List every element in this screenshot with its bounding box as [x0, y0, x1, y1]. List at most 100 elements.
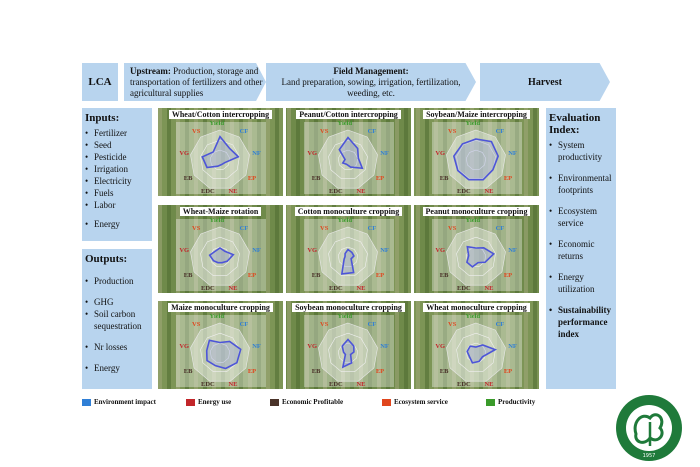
radar-axis-label-yield: Yield	[209, 217, 225, 224]
radar-grid-ring	[456, 332, 496, 372]
radar-axis-label-eb: EB	[439, 271, 449, 279]
radar-axis-label-cf: CF	[239, 320, 249, 328]
legend-label: Energy use	[198, 398, 232, 406]
radar-chart	[190, 226, 250, 286]
radar-axis-label-edc: EDC	[329, 188, 343, 195]
radar-axis-label-yield: Yield	[337, 217, 353, 224]
radar-panel-title-text: Wheat-Maize rotation	[179, 207, 262, 216]
radar-axis-label-edc: EDC	[457, 188, 471, 195]
radar-axis-label-cf: CF	[239, 127, 249, 135]
flow-lca: LCA	[82, 63, 118, 101]
outputs-item: GHG	[85, 296, 149, 308]
radar-axis-label-cf: CF	[367, 320, 377, 328]
radar-grid-ring	[190, 322, 250, 382]
radar-panel-title-text: Wheat/Cotton intercropping	[168, 110, 273, 119]
legend-label: Productivity	[498, 398, 536, 406]
radar-grid-ring	[337, 149, 359, 170]
radar-grid-ring	[465, 149, 487, 170]
radar-grid-ring	[190, 226, 250, 286]
radar-axis-label-vs: VS	[448, 224, 457, 232]
radar-panel-title: Soybean monoculture cropping	[286, 303, 411, 312]
radar-axis-label-eb: EB	[183, 271, 193, 279]
outputs-title: Outputs:	[85, 253, 128, 265]
radar-axis-label-cf: CF	[495, 127, 505, 135]
legend: Environment impact Energy use Economic P…	[82, 398, 552, 410]
radar-axis-label-yield: Yield	[465, 217, 481, 224]
radar-chart	[318, 226, 378, 286]
radar-axis-label-vs: VS	[192, 320, 201, 328]
radar-axis-label-ep: EP	[503, 174, 513, 182]
flow-upstream-text: Upstream: Production, storage and transp…	[130, 66, 266, 99]
evaluation-panel: Evaluation Index: System productivity En…	[546, 108, 616, 389]
radar-panel-title: Peanut monoculture cropping	[414, 207, 539, 216]
radar-panel-title: Soybean/Maize intercropping	[414, 110, 539, 119]
radar-axis-label-nf: NF	[252, 149, 261, 157]
radar-grid-ring	[456, 236, 496, 276]
radar-axis-label-cf: CF	[495, 320, 505, 328]
radar-grid-ring	[328, 139, 368, 179]
radar-series-polygon	[340, 248, 355, 275]
radar-grid-ring	[209, 342, 231, 363]
radar-panel-title: Cotton monoculture cropping	[286, 207, 411, 216]
field-photo-background	[158, 301, 283, 389]
radar-grid-ring	[318, 322, 378, 382]
radar-chart	[190, 129, 250, 189]
inputs-item: Fuels	[85, 187, 149, 199]
radar-axis-label-eb: EB	[439, 174, 449, 182]
radar-axis-label-vg: VG	[307, 342, 318, 350]
flow-field-desc: Land preparation, sowing, irrigation, fe…	[281, 76, 461, 98]
field-photo-background	[286, 301, 411, 389]
evaluation-list: System productivity Environmental footpr…	[549, 139, 613, 340]
radar-axis-label-cf: CF	[239, 224, 249, 232]
inputs-item: Labor	[85, 199, 149, 211]
radar-axis-label-vg: VG	[435, 342, 446, 350]
radar-axis-label-ep: EP	[375, 174, 385, 182]
radar-series-polygon	[452, 138, 500, 181]
radar-series-polygon	[208, 247, 235, 264]
radar-axis-label-edc: EDC	[329, 381, 343, 388]
inputs-item: Pesticide	[85, 151, 149, 163]
legend-swatch	[382, 398, 391, 406]
evaluation-final: Sustainability performance index	[549, 304, 613, 340]
radar-panel-title: Wheat-Maize rotation	[158, 207, 283, 216]
radar-grid-ring	[318, 129, 378, 189]
radar-axis-label-vs: VS	[192, 224, 201, 232]
radar-axis-label-nf: NF	[380, 342, 389, 350]
radar-grid-ring	[328, 332, 368, 372]
radar-axis-label-yield: Yield	[337, 313, 353, 320]
legend-label: Economic Profitable	[282, 398, 344, 406]
evaluation-item: Energy utilization	[549, 271, 613, 295]
flow-upstream-bold: Upstream:	[130, 65, 171, 76]
inputs-title: Inputs:	[85, 112, 120, 124]
radar-chart	[446, 226, 506, 286]
flow-field-management: Field Management:Land preparation, sowin…	[266, 63, 476, 101]
legend-label: Environment impact	[94, 398, 156, 406]
radar-axis-label-nf: NF	[508, 246, 517, 254]
outputs-panel: Outputs: Production GHG Soil carbon sequ…	[82, 249, 152, 389]
flow-upstream-desc: Production, storage and transportation o…	[130, 65, 263, 98]
radar-axis-label-yield: Yield	[209, 313, 225, 320]
radar-axis-label-nf: NF	[508, 149, 517, 157]
radar-axis-label-vg: VG	[307, 246, 318, 254]
radar-axis-label-nf: NF	[252, 342, 261, 350]
outputs-item: Soil carbon sequestration	[85, 308, 149, 332]
radar-axis-label-vs: VS	[320, 320, 329, 328]
legend-swatch	[486, 398, 495, 406]
radar-axis-label-nf: NF	[252, 246, 261, 254]
radar-axis-label-cf: CF	[367, 127, 377, 135]
field-photo-background	[158, 108, 283, 196]
legend-label: Ecosystem service	[394, 398, 448, 406]
radar-axis-label-eb: EB	[439, 367, 449, 375]
radar-axis-label-yield: Yield	[337, 120, 353, 127]
radar-grid-ring	[190, 129, 250, 189]
inputs-item: Fertilizer	[85, 127, 149, 139]
radar-series-polygon	[338, 136, 364, 170]
radar-grid-ring	[200, 332, 240, 372]
radar-panel-title: Wheat/Cotton intercropping	[158, 110, 283, 119]
radar-axis-label-ne: NE	[484, 285, 494, 292]
